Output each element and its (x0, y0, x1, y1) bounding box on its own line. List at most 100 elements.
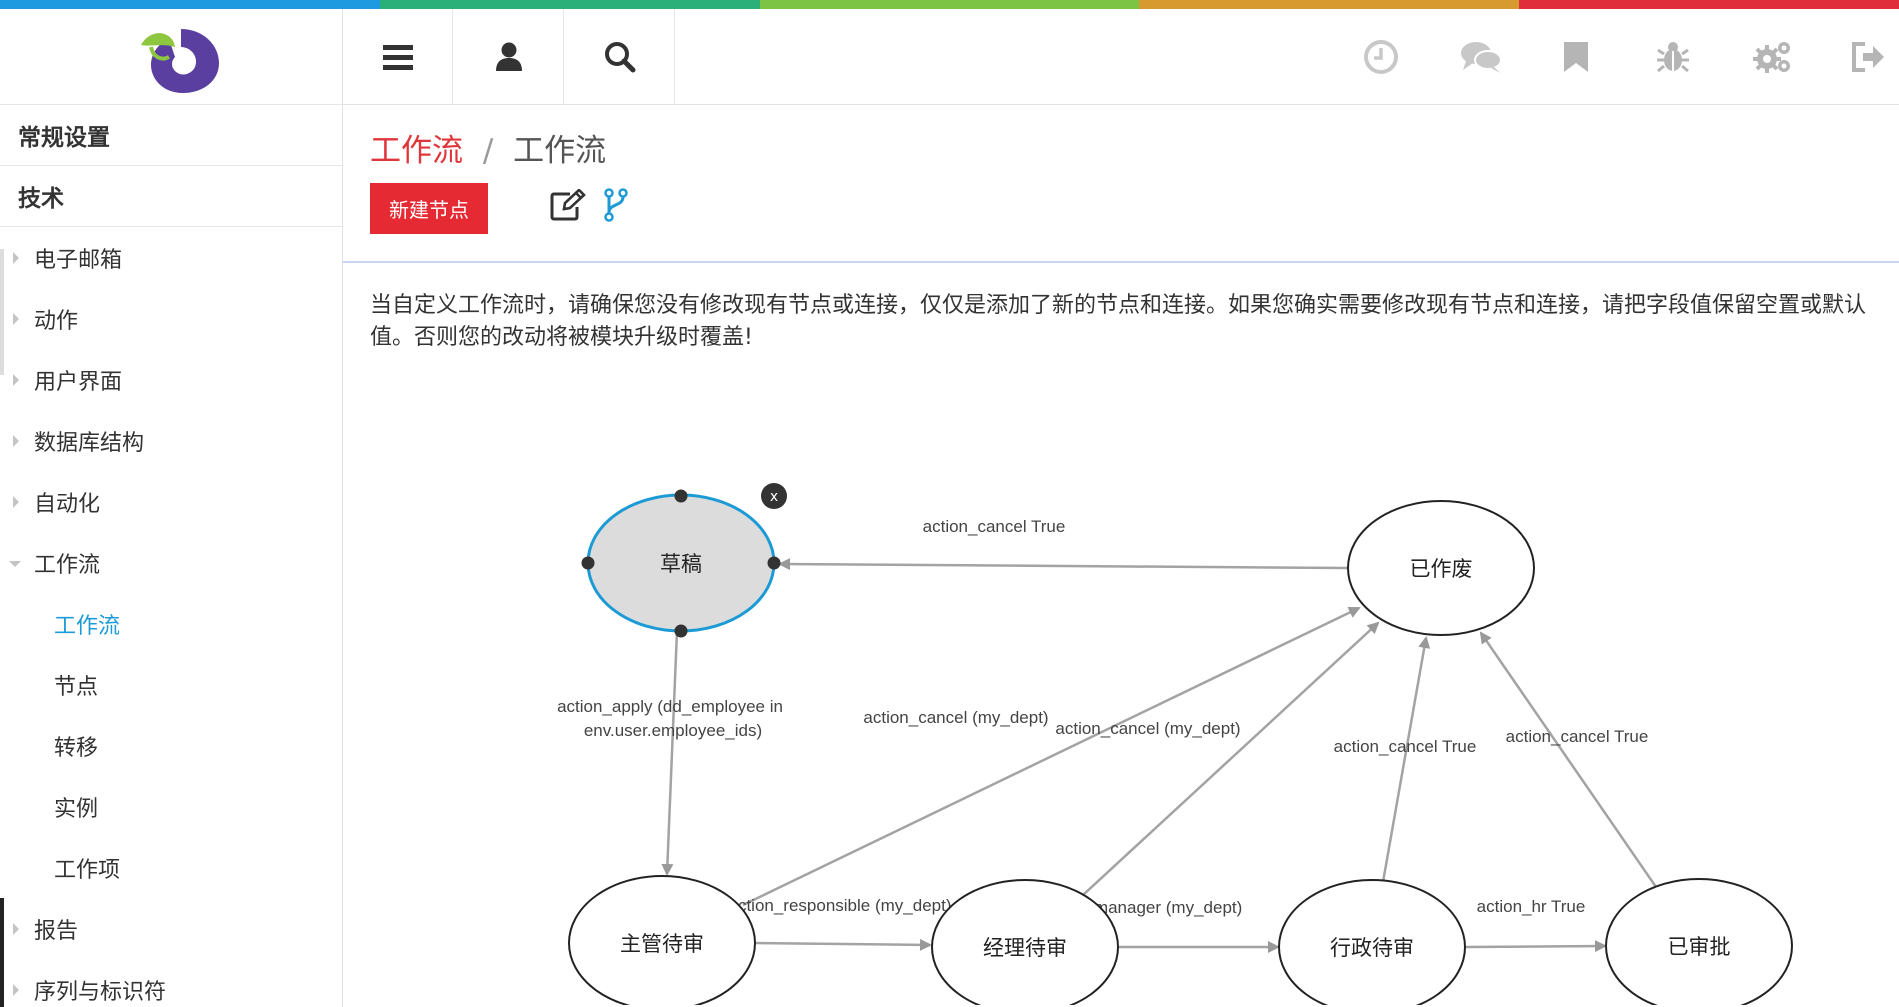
sidebar-subitem-nodes[interactable]: 节点 (0, 654, 342, 715)
caret-down-icon (9, 560, 21, 567)
sidebar-item-label: 节点 (54, 674, 99, 700)
sidebar-item-label: 工作流 (34, 552, 101, 578)
node-label: 经理待审 (983, 936, 1067, 960)
edge-supervisor-to-manager[interactable] (755, 938, 932, 951)
breadcrumb-link-workflow[interactable]: 工作流 (370, 133, 463, 169)
node-admin-review[interactable]: 行政待审 (1278, 879, 1466, 1005)
user-icon (495, 42, 522, 71)
node-label: 行政待审 (1330, 936, 1414, 960)
connect-handle[interactable] (674, 489, 688, 503)
section-divider (343, 261, 1899, 263)
sidebar-item-label: 序列与标识符 (34, 979, 167, 1005)
edge-supervisor-to-cancelled[interactable] (742, 606, 1361, 907)
node-draft[interactable]: 草稿 (581, 489, 781, 638)
sidebar-item-actions[interactable]: 动作 (0, 288, 342, 349)
edge-label: action_apply (dd_employee in (557, 697, 783, 716)
chat-button[interactable] (1451, 9, 1511, 105)
edge-cancelled-to-draft[interactable] (778, 558, 1349, 571)
edge-label: action_cancel True (1506, 727, 1649, 746)
settings-button[interactable] (1743, 9, 1803, 105)
bug-icon (1657, 42, 1689, 73)
edit-icon (550, 188, 586, 221)
edge-label: action_hr True (1477, 897, 1586, 916)
sidebar-item-workflow[interactable]: 工作流 (0, 532, 342, 593)
top-color-stripe (0, 0, 1899, 9)
sidebar-item-label: 报告 (34, 918, 79, 944)
edge-approved-to-cancelled[interactable] (1479, 631, 1658, 888)
edge-draft-to-supervisor[interactable] (661, 630, 679, 876)
sidebar: 常规设置 技术 电子邮箱 动作 用户界面 数据库结构 自动化 工作流 工作流 节… (0, 9, 343, 1007)
node-label: 草稿 (660, 552, 702, 576)
sidebar-item-label: 用户界面 (34, 369, 123, 395)
delete-node-button[interactable]: x (761, 483, 787, 509)
debug-button[interactable] (1643, 9, 1703, 105)
node-manager-review[interactable]: 经理待审 (931, 879, 1119, 1005)
sidebar-scroll-shade (0, 249, 4, 375)
edge-label: action_cancel (my_dept) (1055, 719, 1240, 738)
sidebar-item-sequences[interactable]: 序列与标识符 (0, 959, 342, 1007)
edge-manager-to-cancelled[interactable] (1082, 621, 1380, 896)
caret-right-icon (13, 983, 19, 996)
sidebar-subitem-instances[interactable]: 实例 (0, 776, 342, 837)
logout-icon (1852, 42, 1884, 72)
caret-right-icon (13, 251, 19, 264)
edge-admin-to-approved[interactable] (1465, 940, 1607, 953)
connect-handle[interactable] (767, 556, 781, 570)
caret-right-icon (13, 312, 19, 325)
sidebar-subitem-transitions[interactable]: 转移 (0, 715, 342, 776)
sidebar-item-reports[interactable]: 报告 (0, 898, 342, 959)
edge-admin-to-cancelled[interactable] (1381, 636, 1431, 883)
stripe-segment-1 (0, 0, 380, 9)
sidebar-item-label: 数据库结构 (34, 430, 145, 456)
edit-diagram-button[interactable] (550, 188, 586, 225)
menu-toggle-button[interactable] (343, 9, 453, 105)
sidebar-item-email[interactable]: 电子邮箱 (0, 227, 342, 288)
user-button[interactable] (454, 9, 564, 105)
bookmark-icon (1564, 42, 1588, 72)
breadcrumb: 工作流 / 工作流 (370, 125, 606, 170)
node-label: 主管待审 (620, 932, 704, 956)
sidebar-item-automation[interactable]: 自动化 (0, 471, 342, 532)
caret-right-icon (13, 495, 19, 508)
sidebar-item-label: 自动化 (34, 491, 101, 517)
workflow-diagram: action_cancel True action_apply (dd_empl… (557, 483, 1793, 1005)
menu-group-general-settings[interactable]: 常规设置 (0, 105, 342, 166)
sidebar-item-label: 工作项 (54, 857, 121, 883)
top-navbar (343, 9, 1899, 105)
logout-button[interactable] (1843, 9, 1893, 105)
stripe-segment-2 (379, 0, 760, 9)
node-supervisor-review[interactable]: 主管待审 (568, 875, 756, 1005)
sidebar-item-label: 实例 (54, 796, 99, 822)
node-approved[interactable]: 已审批 (1605, 878, 1793, 1005)
sidebar-subitem-workitems[interactable]: 工作项 (0, 837, 342, 898)
caret-right-icon (13, 373, 19, 386)
menu-group-technical[interactable]: 技术 (0, 166, 342, 227)
close-icon: x (770, 489, 778, 505)
sidebar-subitem-workflows[interactable]: 工作流 (0, 593, 342, 654)
bookmark-button[interactable] (1546, 9, 1606, 105)
logo-icon (141, 28, 219, 93)
sidebar-item-label: 工作流 (54, 613, 121, 639)
main-content: 工作流 / 工作流 新建节点 当自定义工作流时，请确保您没有修改现有节点或连接，… (343, 105, 1899, 1007)
clock-icon (1364, 40, 1398, 74)
stripe-segment-5 (1519, 0, 1899, 9)
sidebar-item-user-interface[interactable]: 用户界面 (0, 349, 342, 410)
connect-handle[interactable] (674, 624, 688, 638)
edge-label: action_cancel (my_dept) (863, 708, 1048, 727)
branch-view-button[interactable] (604, 188, 628, 226)
sidebar-item-label: 电子邮箱 (34, 247, 123, 273)
breadcrumb-separator: / (482, 133, 494, 169)
sidebar-item-database-structure[interactable]: 数据库结构 (0, 410, 342, 471)
new-node-button[interactable]: 新建节点 (370, 183, 488, 234)
connect-handle[interactable] (581, 556, 595, 570)
node-cancelled[interactable]: 已作废 (1347, 500, 1535, 636)
caret-right-icon (13, 434, 19, 447)
workflow-notice: 当自定义工作流时，请确保您没有修改现有节点或连接，仅仅是添加了新的节点和连接。如… (370, 293, 1867, 350)
menu-icon (382, 45, 413, 70)
sidebar-item-label: 转移 (54, 735, 99, 761)
stripe-segment-4 (1139, 0, 1520, 9)
app-logo[interactable] (0, 9, 342, 105)
breadcrumb-current: 工作流 (513, 133, 607, 169)
history-button[interactable] (1351, 9, 1411, 105)
search-button[interactable] (565, 9, 675, 105)
